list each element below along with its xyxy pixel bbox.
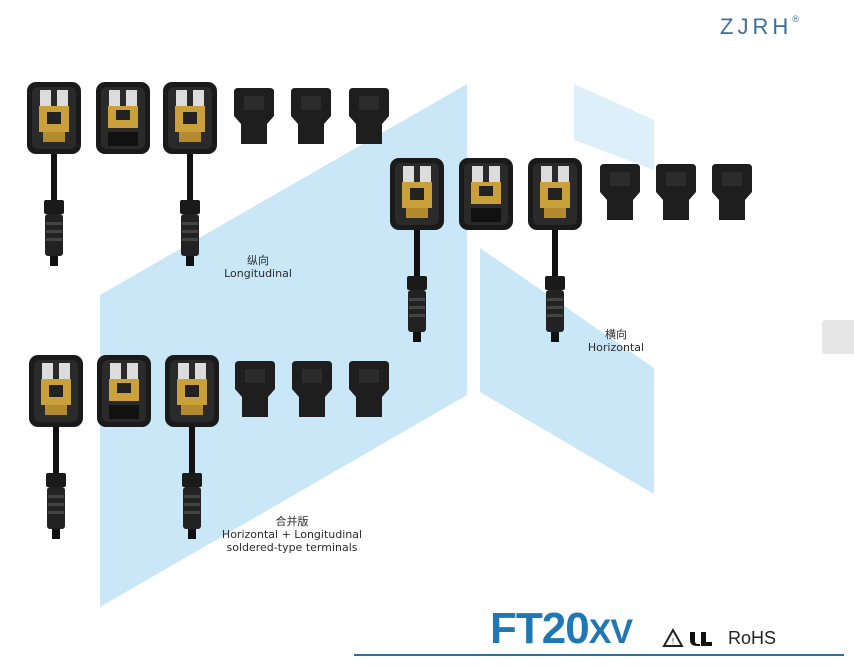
product-cable-6 [545, 230, 565, 342]
product-cover-9 [349, 361, 389, 417]
longitudinal-label: 纵向 Longitudinal [208, 254, 308, 280]
product-cable-3 [180, 154, 200, 266]
model-main: FT20 [490, 604, 590, 653]
model-number: FT20XV [490, 604, 633, 654]
horizontal-label-cn: 横向 [605, 328, 627, 341]
horizontal-label-en: Horizontal [587, 341, 645, 354]
product-box-2 [96, 82, 150, 154]
product-cover-2 [291, 88, 331, 144]
combined-label-cn: 合并版 [275, 515, 309, 528]
rohs-mark: RoHS [728, 628, 777, 648]
brand-name: ZJRH [720, 14, 793, 39]
product-cover-8 [292, 361, 332, 417]
svg-text:!: ! [672, 637, 674, 646]
longitudinal-label-en: Longitudinal [224, 267, 292, 280]
product-cover-1 [234, 88, 274, 144]
product-cable-4 [407, 230, 427, 342]
product-box-8 [97, 355, 151, 427]
model-suffix: XV [588, 613, 633, 651]
side-scroll-tab[interactable] [822, 320, 854, 354]
product-box-6 [528, 158, 582, 230]
product-cover-4 [600, 164, 640, 220]
product-cover-5 [656, 164, 696, 220]
footer-rule [354, 654, 844, 656]
product-cover-6 [712, 164, 752, 220]
combined-label-line1: Horizontal + Longitudinal [221, 528, 363, 541]
product-cover-7 [235, 361, 275, 417]
product-box-3 [163, 82, 217, 154]
product-box-1 [27, 82, 81, 154]
product-cable-7 [46, 427, 66, 539]
warning-triangle-icon: ! [662, 628, 684, 647]
combined-label-line2: soldered-type terminals [226, 541, 358, 554]
product-box-4 [390, 158, 444, 230]
combined-label: 合并版 Horizontal + Longitudinal soldered-t… [210, 515, 374, 554]
product-box-5 [459, 158, 513, 230]
registered-mark: ® [792, 13, 799, 24]
top-right-panel [574, 84, 654, 170]
horizontal-label: 横向 Horizontal [566, 328, 666, 354]
product-box-9 [165, 355, 219, 427]
product-box-7 [29, 355, 83, 427]
ul-recognized-icon [690, 632, 712, 646]
certification-icons: ! [662, 628, 712, 647]
product-cover-3 [349, 88, 389, 144]
product-cable-9 [182, 427, 202, 539]
brand-logo: ZJRH® [720, 14, 799, 40]
horizontal-panel [480, 248, 654, 494]
product-cable-1 [44, 154, 64, 266]
longitudinal-label-cn: 纵向 [247, 254, 269, 267]
